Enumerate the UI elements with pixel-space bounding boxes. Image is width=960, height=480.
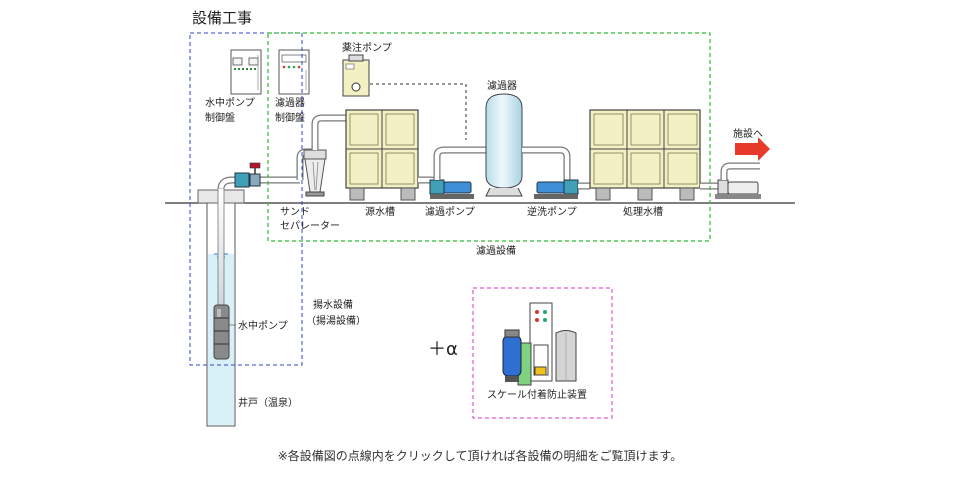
sand-separator-label-1: サンド bbox=[280, 207, 310, 218]
scale-prevention-zone bbox=[472, 287, 613, 419]
treated-water-tank-label: 処理水槽 bbox=[623, 207, 663, 218]
page-title: 設備工事 bbox=[192, 9, 253, 27]
pump-control-panel bbox=[230, 49, 262, 95]
plus-alpha-label: ＋α bbox=[428, 339, 458, 360]
raw-water-tank bbox=[345, 109, 419, 201]
filter-control-panel-label-2: 制御盤 bbox=[275, 113, 305, 124]
filter-control-panel bbox=[278, 49, 310, 95]
scale-prevention-label: スケール付着防止装置 bbox=[487, 390, 587, 401]
valve-icon bbox=[234, 162, 261, 188]
filter-pump-label: 濾過ポンプ bbox=[425, 207, 475, 218]
well-label: 井戸（温泉） bbox=[238, 398, 298, 409]
dosing-line bbox=[370, 83, 467, 140]
filter-label: 濾過器 bbox=[487, 81, 517, 92]
pump-control-panel-label-2: 制御盤 bbox=[205, 113, 235, 124]
pumping-equipment-label-2: （揚湯設備） bbox=[306, 316, 366, 327]
sand-separator-label-2: セパレーター bbox=[280, 221, 340, 232]
well bbox=[197, 187, 245, 427]
filter-pump bbox=[429, 179, 474, 199]
to-facility-arrow bbox=[735, 137, 770, 161]
footer-note: ※各設備図の点線内をクリックして頂ければ各設備の明細をご覧頂けます。 bbox=[277, 449, 683, 463]
filtration-equipment-zone bbox=[267, 32, 711, 242]
pumping-equipment-label-1: 揚水設備 bbox=[313, 300, 353, 311]
scale-prevention-device bbox=[502, 302, 577, 386]
filter-vessel bbox=[485, 93, 523, 197]
treated-water-tank bbox=[589, 109, 701, 201]
filter-control-panel-label-1: 濾過器 bbox=[275, 98, 305, 109]
to-facility-label: 施設へ bbox=[733, 129, 763, 140]
pumping-equipment-link[interactable] bbox=[190, 33, 302, 365]
raw-water-tank-label: 源水槽 bbox=[365, 207, 395, 218]
chemical-pump bbox=[342, 54, 370, 97]
pump-control-panel-label-1: 水中ポンプ bbox=[205, 98, 255, 109]
chemical-pump-label: 薬注ポンプ bbox=[342, 43, 392, 54]
filtration-equipment-label: 濾過設備 bbox=[476, 246, 516, 257]
backwash-pump-label: 逆洗ポンプ bbox=[527, 207, 577, 218]
supply-pump bbox=[715, 179, 761, 199]
pumping-equipment-zone bbox=[189, 32, 303, 366]
submersible-pump bbox=[213, 304, 230, 360]
submersible-pump-label: 水中ポンプ bbox=[238, 321, 288, 332]
